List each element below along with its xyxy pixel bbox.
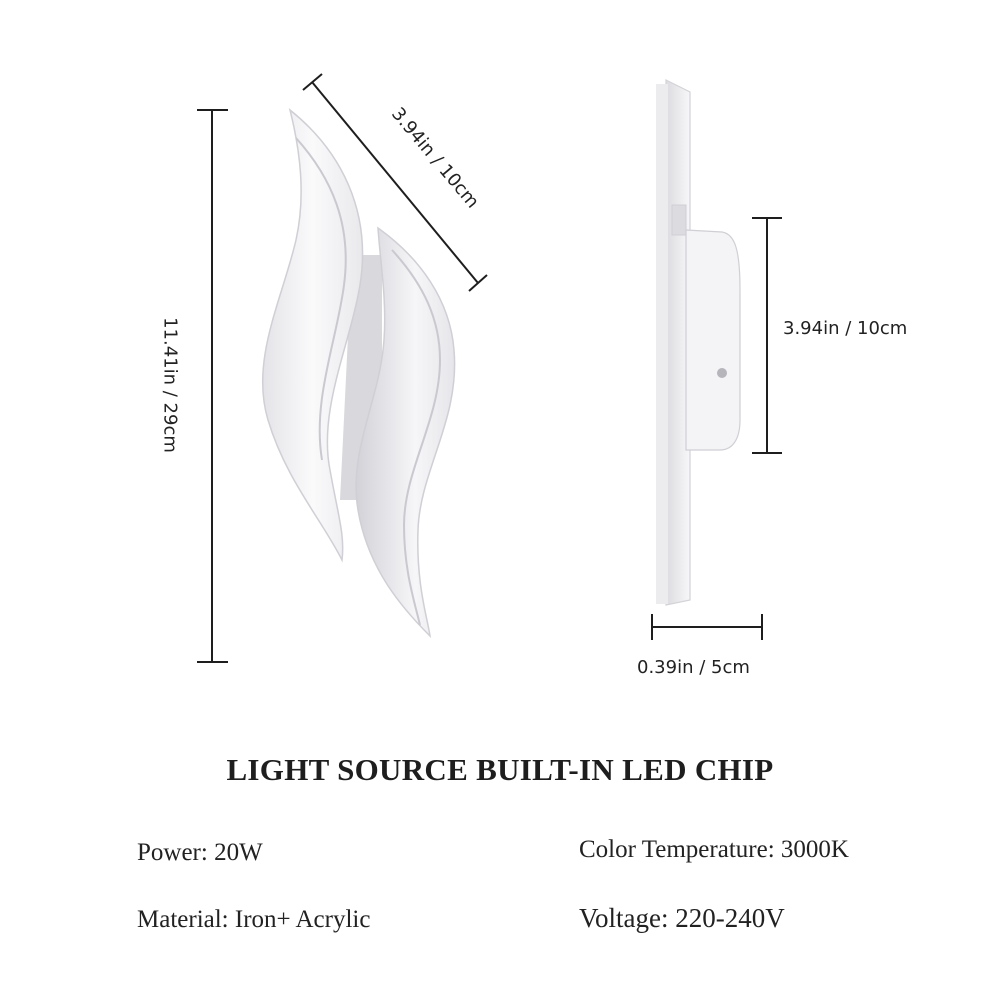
headline: LIGHT SOURCE BUILT-IN LED CHIP [226, 752, 774, 787]
dimension-lines [197, 73, 782, 663]
color-temperature-spec: Color Temperature: 3000K [579, 836, 849, 863]
depth-dimension-label: 0.39in / 5cm [637, 657, 750, 678]
material-spec: Material: Iron+ Acrylic [137, 906, 371, 933]
power-spec: Power: 20W [137, 839, 263, 866]
height-dimension-label: 11.41in / 29cm [159, 317, 181, 453]
voltage-spec: Voltage: 220-240V [579, 903, 785, 933]
mount-height-dimension-label: 3.94in / 10cm [783, 318, 908, 339]
front-view [261, 108, 456, 639]
side-view [656, 79, 741, 606]
